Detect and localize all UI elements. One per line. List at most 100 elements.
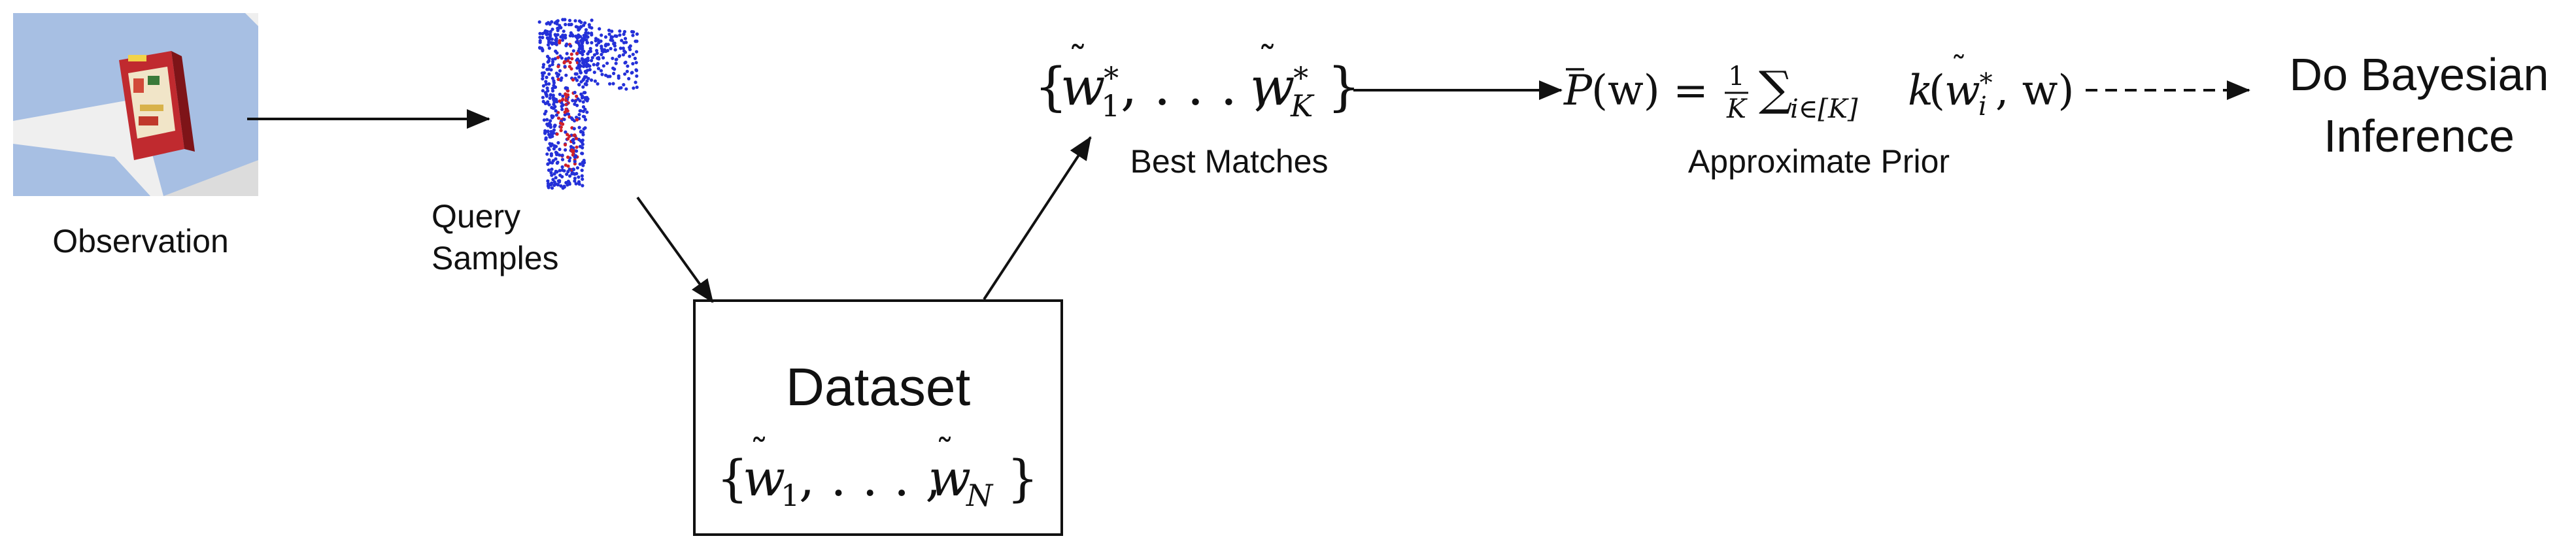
dataset-box (693, 299, 1063, 536)
point-sample (611, 82, 615, 86)
point-sample (632, 86, 636, 90)
point-sample (577, 41, 581, 45)
point-sample (558, 92, 562, 96)
svg-text:∗: ∗ (1291, 54, 1311, 90)
point-sample (549, 119, 552, 123)
point-sample (556, 75, 560, 78)
point-sample (635, 50, 639, 54)
svg-text:, . . . ,: , . . . , (799, 449, 941, 507)
point-sample (586, 52, 590, 56)
point-sample (551, 131, 556, 135)
svg-text:{: { (1034, 56, 1068, 117)
point-sample (541, 76, 545, 81)
point-sample (537, 20, 541, 24)
point-sample (634, 61, 638, 65)
svg-text:}: } (1327, 56, 1361, 117)
point-sample (579, 129, 583, 133)
point-sample (613, 48, 617, 52)
point-sample (622, 49, 626, 53)
svg-text:i: i (1978, 92, 1987, 122)
point-sample (547, 148, 551, 152)
point-sample (580, 169, 584, 173)
point-sample (568, 61, 572, 65)
svg-text:∑: ∑ (1759, 61, 1792, 116)
point-sample (597, 41, 601, 44)
point-sample (560, 165, 564, 169)
observation-image (13, 13, 258, 196)
point-sample (555, 21, 559, 25)
point-sample (577, 112, 581, 116)
point-sample (634, 80, 637, 84)
query-samples-point-cloud (537, 18, 639, 190)
point-sample (566, 86, 569, 90)
point-sample (541, 35, 545, 40)
point-sample (547, 103, 551, 107)
svg-text:K: K (1290, 88, 1315, 124)
point-sample (559, 125, 563, 129)
point-sample (614, 61, 618, 65)
point-sample (573, 119, 577, 123)
point-sample (560, 158, 565, 161)
point-sample (575, 36, 579, 41)
point-sample (547, 82, 551, 86)
point-sample (559, 78, 563, 82)
point-sample (566, 93, 570, 97)
point-sample (564, 98, 568, 103)
point-sample (541, 84, 546, 88)
point-sample (541, 63, 546, 67)
point-sample (564, 22, 568, 27)
point-sample (550, 181, 554, 185)
point-sample (558, 69, 562, 73)
point-sample (575, 66, 579, 70)
point-sample (552, 172, 556, 176)
point-sample (546, 100, 550, 104)
point-sample (566, 155, 570, 159)
point-sample (573, 19, 577, 23)
point-sample (545, 75, 549, 79)
point-sample (577, 82, 581, 86)
point-sample (553, 85, 557, 90)
point-sample (581, 105, 586, 109)
point-sample (609, 35, 613, 39)
point-sample (573, 99, 577, 103)
cereal-box (119, 51, 195, 160)
point-sample (612, 71, 616, 75)
point-sample (577, 27, 581, 31)
point-sample (577, 137, 581, 141)
point-sample (570, 148, 574, 152)
point-sample (548, 142, 552, 146)
point-sample (551, 42, 554, 46)
point-sample (548, 96, 552, 100)
point-sample (538, 35, 542, 39)
approximate-prior-math: P (w) = 1 K ∑ i∈[K] k ( w ˜ ∗ i , w) (1563, 50, 2074, 124)
inference-label-line2: Inference (2324, 110, 2515, 161)
point-sample (621, 46, 625, 50)
point-sample (570, 33, 575, 37)
point-sample (552, 144, 556, 148)
point-sample (608, 82, 612, 86)
point-sample (578, 162, 582, 166)
point-sample (622, 32, 626, 37)
point-sample (566, 179, 571, 184)
point-sample (581, 133, 585, 137)
point-sample (575, 52, 579, 56)
point-sample (547, 43, 551, 47)
point-sample (580, 174, 584, 178)
point-sample (611, 56, 615, 60)
point-sample (578, 144, 583, 148)
point-sample (590, 59, 594, 63)
point-sample (558, 147, 562, 152)
point-sample (603, 73, 608, 77)
point-sample (546, 129, 550, 133)
point-sample (580, 96, 585, 100)
point-sample (598, 27, 602, 31)
point-sample (581, 152, 585, 156)
point-sample (562, 29, 566, 33)
point-sample (558, 169, 562, 173)
point-sample (590, 31, 594, 35)
point-sample (548, 135, 552, 139)
point-sample (554, 152, 559, 156)
point-sample (542, 118, 547, 122)
point-sample (577, 46, 581, 50)
